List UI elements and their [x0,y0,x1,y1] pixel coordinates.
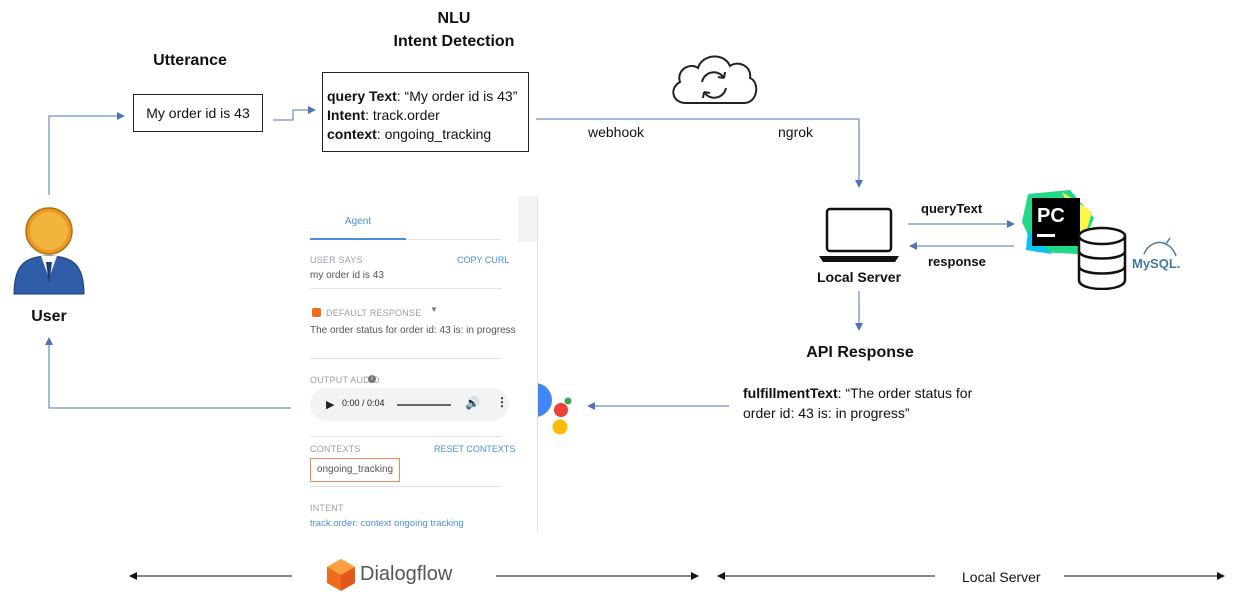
reset-contexts-link[interactable]: RESET CONTEXTS [434,444,516,454]
response-label: response [928,254,986,269]
mysql-logo-text: MySQL. [1132,256,1181,271]
nlu-context-value: : ongoing_tracking [376,126,492,142]
intent-value-link[interactable]: track.order: context ongoing tracking [310,518,464,529]
user-says-value: my order id is 43 [310,270,384,281]
default-response-value: The order status for order id: 43 is: in… [310,325,516,336]
nlu-context-line: context: ongoing_tracking [327,125,528,144]
api-response-key: fulfillmentText [743,385,838,401]
output-audio-label: OUTPUT AUDIO [310,375,380,385]
edge-panel-to-user [45,337,291,409]
play-icon[interactable]: ▶ [326,399,335,411]
default-response-label: DEFAULT RESPONSE [326,308,422,318]
query-text-label: queryText [921,201,983,216]
edge-user-to-utterance [48,112,125,195]
tab-bar-divider [406,239,500,240]
nlu-box: query Text: “My order id is 43” Intent: … [322,72,529,152]
user-says-label: USER SAYS [310,255,363,265]
laptop-icon [819,207,899,262]
nlu-intent-line: Intent: track.order [327,106,528,125]
dialogflow-footer-label: Dialogflow [360,563,453,585]
pycharm-icon: PC [1022,190,1094,254]
user-title: User [31,308,67,325]
nlu-query-key: query Text [327,88,397,104]
api-response-line1: fulfillmentText: “The order status for [743,383,1003,403]
tab-agent-underline [310,238,406,240]
api-response-title: API Response [806,344,914,361]
nlu-query-value: : “My order id is 43” [396,88,518,104]
utterance-text: My order id is 43 [146,105,250,121]
api-response-value-2: order id: 43 is: in progress” [743,405,910,421]
edge-utterance-to-nlu [273,106,316,121]
agent-tab-bar: Agent [298,196,518,240]
svg-text:PC: PC [1037,205,1065,227]
api-response-value-1: : “The order status for [837,385,973,401]
copy-curl-link[interactable]: COPY CURL [457,255,510,265]
user-avatar-icon [13,207,85,295]
separator [310,358,502,359]
more-options-icon[interactable]: ⋮ [496,395,508,409]
audio-progress-bar[interactable] [397,404,451,406]
utterance-title: Utterance [153,52,227,69]
nlu-title: NLU [437,10,471,27]
api-response-text: fulfillmentText: “The order status for o… [743,383,1003,423]
utterance-box: My order id is 43 [133,94,263,132]
volume-icon[interactable]: 🔊 [465,396,480,410]
tab-agent[interactable]: Agent [344,216,372,227]
mysql-logo: MySQL. [1130,236,1182,274]
webhook-label: webhook [588,124,645,140]
nlu-query-line: query Text: “My order id is 43” [327,87,528,106]
mysql-dolphin-icon [1143,237,1177,257]
contexts-label: CONTEXTS [310,444,361,454]
database-icon [1077,226,1127,290]
context-chip[interactable]: ongoing_tracking [310,458,400,482]
separator [310,436,502,437]
nlu-intent-key: Intent [327,107,366,123]
ngrok-label: ngrok [778,124,814,140]
audio-player[interactable]: ▶ 0:00 / 0:04 🔊 ⋮ [310,388,509,421]
chevron-down-icon[interactable]: ▼ [430,305,438,314]
nlu-intent-value: : track.order [365,107,440,123]
local-server-title: Local Server [816,269,902,285]
cloud-sync-icon [672,55,758,104]
intent-label: INTENT [310,503,344,513]
dialogflow-small-icon [312,308,321,317]
info-icon: i [368,375,376,383]
separator [310,288,502,289]
local-server-footer-label: Local Server [962,569,1041,585]
panel-border [537,196,538,532]
nlu-context-key: context [327,126,377,142]
dialogflow-logo-icon [327,559,355,591]
intent-detection-title: Intent Detection [393,33,515,50]
separator [310,486,502,487]
audio-time: 0:00 / 0:04 [342,398,385,408]
panel-gutter [518,196,538,242]
dialogflow-console-panel: Agent USER SAYS COPY CURL my order id is… [298,196,538,532]
edge-webhook-to-local-server [536,118,863,188]
